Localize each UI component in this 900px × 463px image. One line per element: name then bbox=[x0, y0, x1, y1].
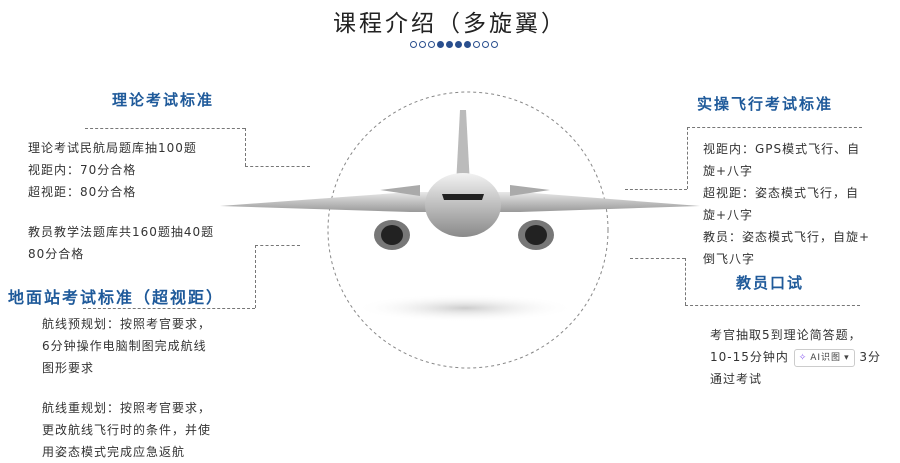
text-line: 倒飞八字 bbox=[703, 252, 756, 266]
text-line: 旋+八字 bbox=[703, 164, 754, 178]
pager-dot[interactable] bbox=[455, 41, 462, 48]
oral-text: 考官抽取5到理论简答题， 10-15分钟内 ✧ AI识图 ▾ 3分 通过考试 bbox=[710, 324, 881, 390]
divider bbox=[245, 166, 310, 167]
divider bbox=[245, 128, 246, 166]
divider bbox=[255, 245, 256, 308]
ground-station-heading: 地面站考试标准（超视距） bbox=[8, 288, 225, 307]
pager-dot[interactable] bbox=[491, 41, 498, 48]
flight-text: 视距内：GPS模式飞行、自 旋+八字 超视距：姿态模式飞行，自 旋+八字 教员：… bbox=[703, 138, 870, 270]
pager-dot[interactable] bbox=[446, 41, 453, 48]
chevron-down-icon: ▾ bbox=[844, 352, 850, 363]
text-line: 航线重规划：按照考官要求， bbox=[42, 401, 212, 415]
airplane-illustration bbox=[220, 91, 700, 369]
text-line: 10-15分钟内 ✧ AI识图 ▾ 3分 bbox=[710, 346, 881, 368]
divider bbox=[685, 305, 860, 306]
text-line: 超视距：80分合格 bbox=[28, 185, 137, 199]
text-line: 旋+八字 bbox=[703, 208, 754, 222]
text-line: 视距内：GPS模式飞行、自 bbox=[703, 142, 861, 156]
theory-text: 理论考试民航局题库抽100题 视距内：70分合格 超视距：80分合格 教员教学法… bbox=[28, 137, 214, 265]
theory-heading: 理论考试标准 bbox=[112, 91, 215, 109]
divider bbox=[685, 258, 686, 305]
pager-dots bbox=[410, 41, 498, 48]
text-line: 考官抽取5到理论简答题， bbox=[710, 328, 862, 342]
divider bbox=[687, 127, 862, 128]
text-segment: 3分 bbox=[859, 350, 882, 364]
flight-heading: 实操飞行考试标准 bbox=[697, 95, 834, 113]
text-line: 教员：姿态模式飞行，自旋+ bbox=[703, 230, 871, 244]
text-line: 航线预规划：按照考官要求， bbox=[42, 317, 212, 331]
divider bbox=[85, 128, 245, 129]
text-line: 更改航线飞行时的条件，并使 bbox=[42, 423, 212, 437]
pager-dot[interactable] bbox=[419, 41, 426, 48]
text-line: 6分钟操作电脑制图完成航线 bbox=[42, 339, 207, 353]
pager-dot[interactable] bbox=[473, 41, 480, 48]
sparkle-icon: ✧ bbox=[798, 352, 808, 363]
pager-dot[interactable] bbox=[428, 41, 435, 48]
text-line: 通过考试 bbox=[710, 372, 763, 386]
pager-dot[interactable] bbox=[464, 41, 471, 48]
oral-heading: 教员口试 bbox=[736, 274, 805, 292]
text-line: 用姿态模式完成应急返航 bbox=[42, 445, 186, 459]
divider bbox=[630, 258, 685, 259]
text-line: 图形要求 bbox=[42, 361, 95, 375]
pager-dot[interactable] bbox=[482, 41, 489, 48]
divider bbox=[687, 127, 688, 189]
divider bbox=[255, 245, 300, 246]
text-line: 理论考试民航局题库抽100题 bbox=[28, 141, 197, 155]
divider bbox=[83, 308, 255, 309]
ai-image-recognition-button[interactable]: ✧ AI识图 ▾ bbox=[793, 348, 855, 367]
page-title: 课程介绍（多旋翼） bbox=[333, 11, 567, 37]
text-line: 80分合格 bbox=[28, 247, 85, 261]
text-line: 超视距：姿态模式飞行，自 bbox=[703, 186, 860, 200]
pager-dot[interactable] bbox=[410, 41, 417, 48]
pager-dot[interactable] bbox=[437, 41, 444, 48]
text-line: 教员教学法题库共160题抽40题 bbox=[28, 225, 215, 239]
divider bbox=[625, 189, 687, 190]
text-line: 视距内：70分合格 bbox=[28, 163, 137, 177]
text-segment: 10-15分钟内 bbox=[710, 350, 789, 364]
ground-station-text: 航线预规划：按照考官要求， 6分钟操作电脑制图完成航线 图形要求 航线重规划：按… bbox=[42, 313, 211, 463]
ai-button-label: AI识图 bbox=[810, 352, 842, 363]
